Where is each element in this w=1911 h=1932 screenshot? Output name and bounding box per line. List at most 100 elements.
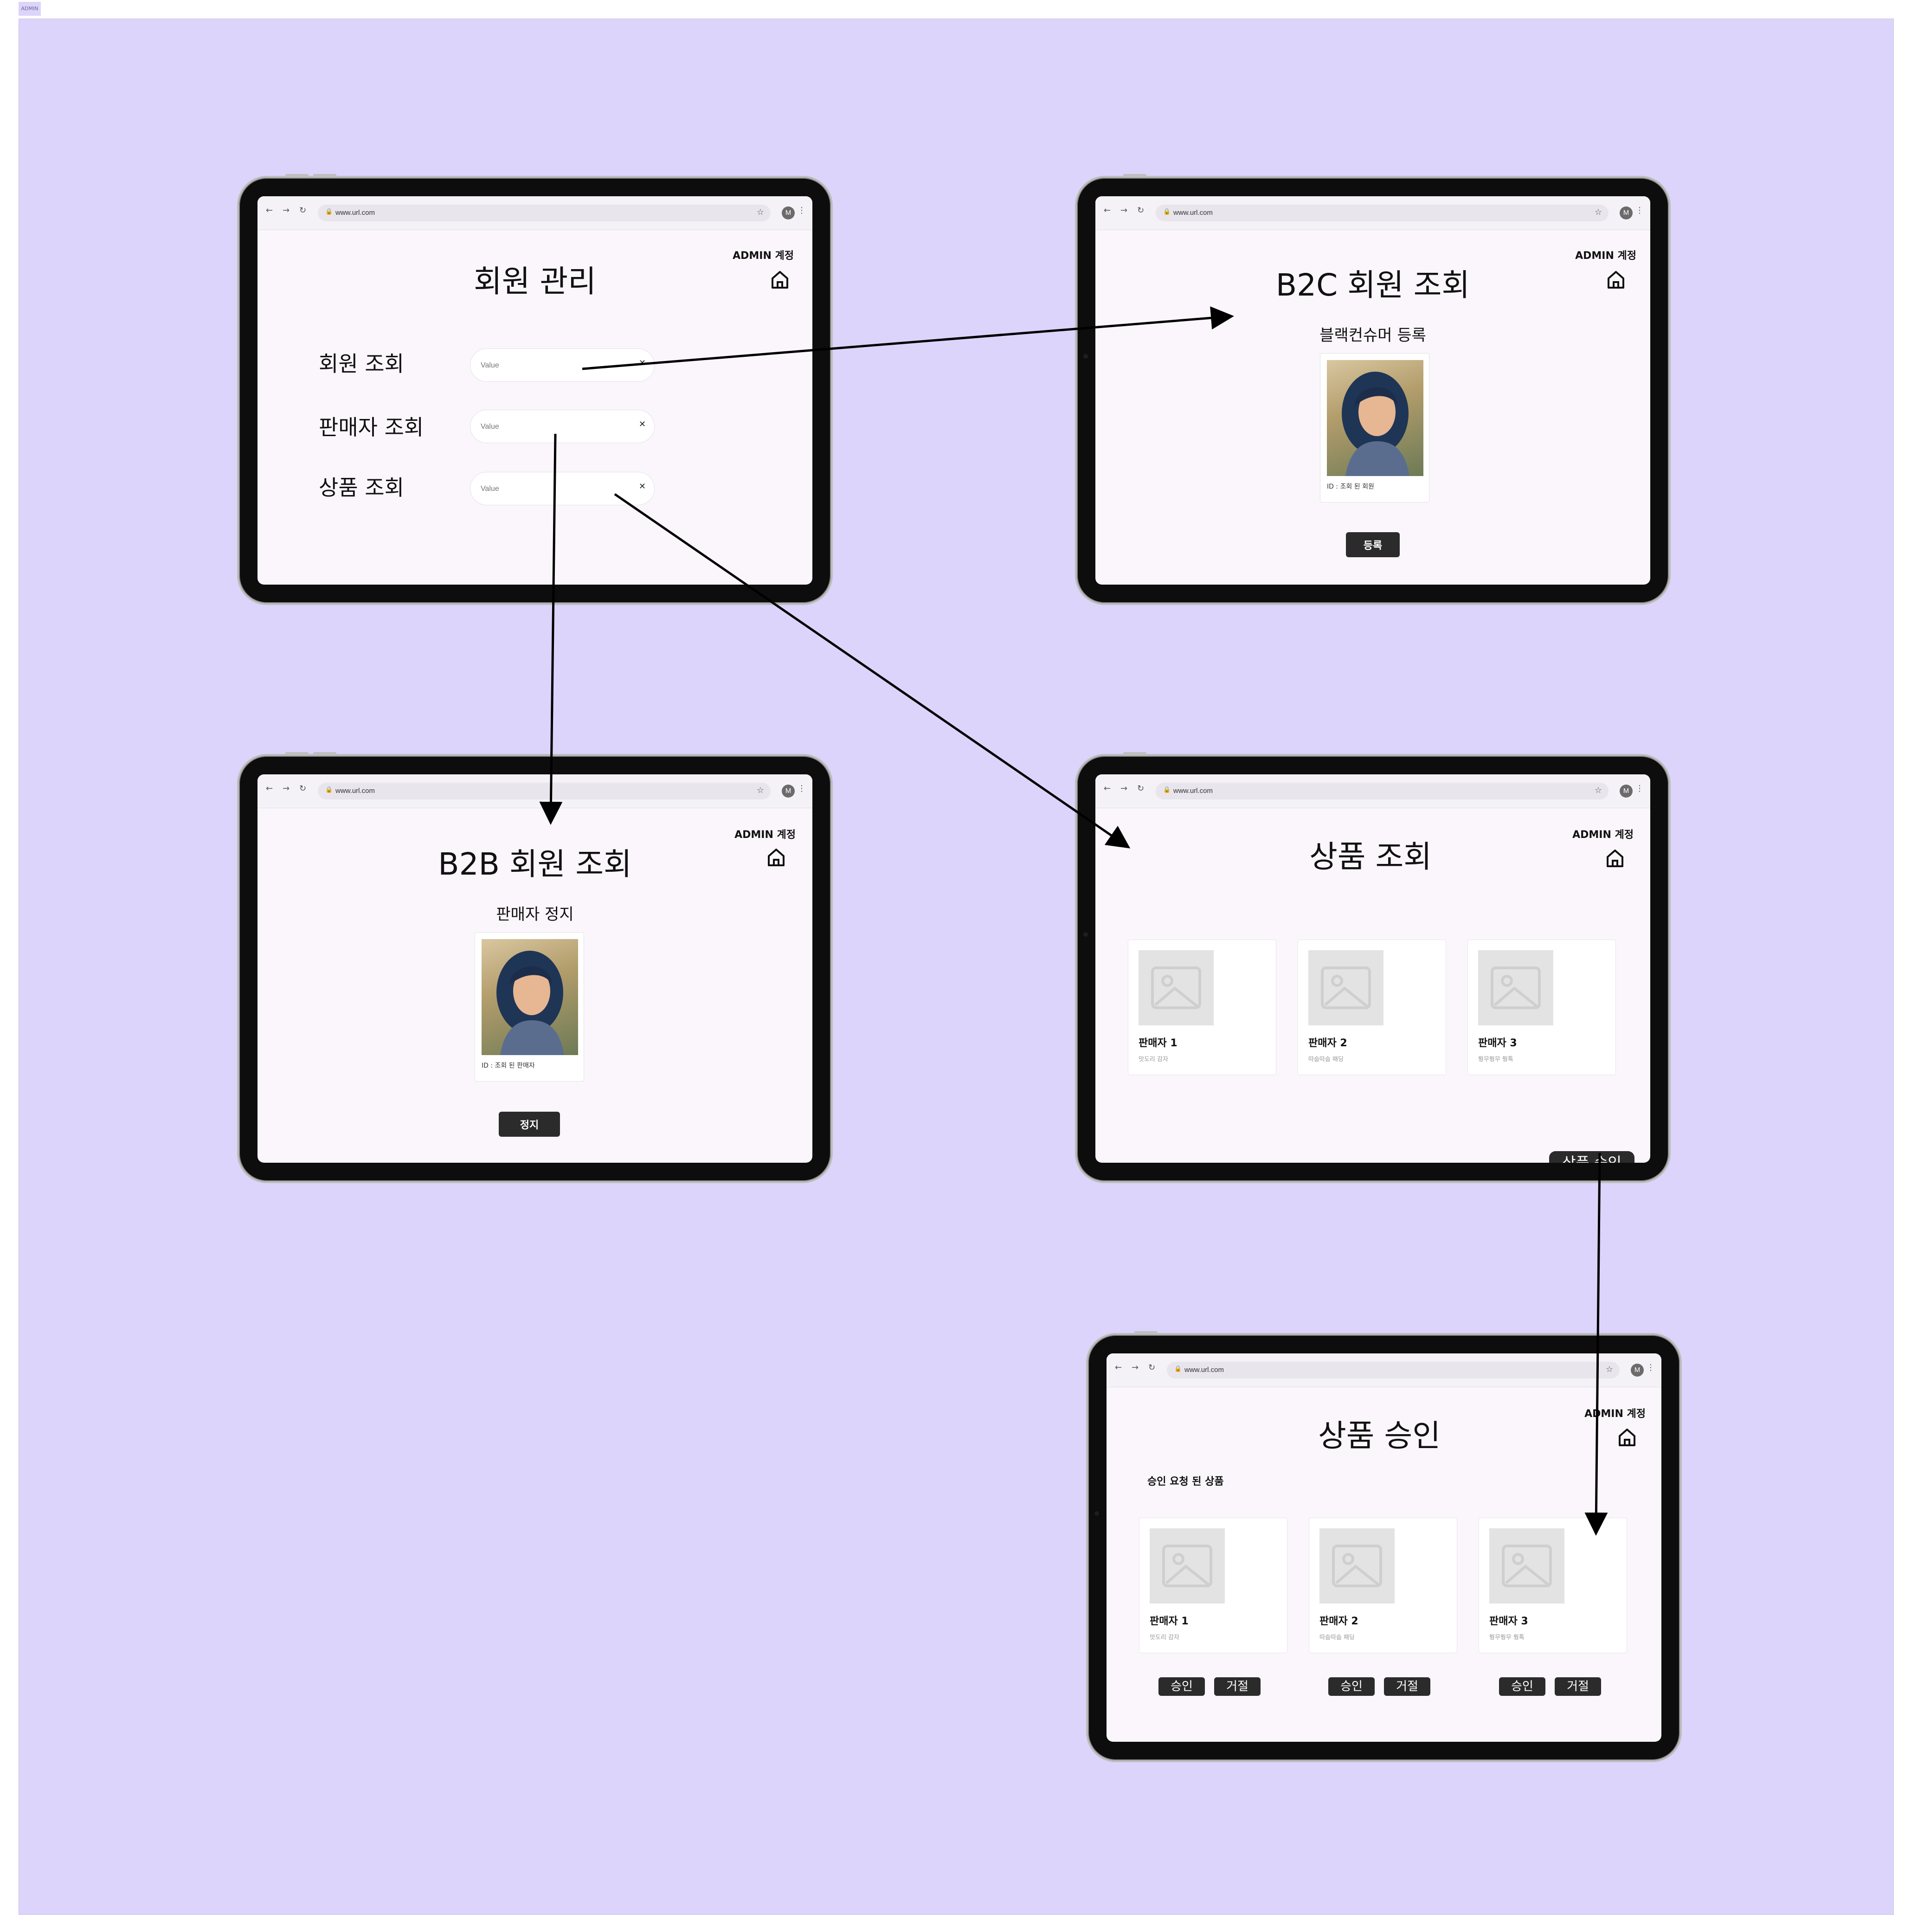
home-icon[interactable]	[769, 268, 791, 290]
menu-kebab-icon[interactable]: ⋮	[1635, 784, 1644, 793]
back-icon[interactable]: ←	[1115, 1363, 1122, 1372]
image-placeholder-icon	[1150, 1528, 1225, 1604]
back-icon[interactable]: ←	[266, 784, 273, 793]
approve-button[interactable]: 승인	[1328, 1677, 1375, 1696]
seller-photo	[482, 939, 578, 1055]
bookmark-star-icon[interactable]: ☆	[756, 786, 764, 795]
profile-avatar[interactable]: M	[1620, 785, 1633, 798]
suspend-button[interactable]: 정지	[499, 1112, 560, 1137]
member-search-input[interactable]	[480, 358, 621, 373]
approval-requested-label: 승인 요청 된 상품	[1147, 1476, 1224, 1488]
home-icon[interactable]	[1604, 847, 1626, 869]
product-search-label: 상품 조회	[319, 475, 404, 500]
approve-button[interactable]: 승인	[1158, 1677, 1205, 1696]
approve-button[interactable]: 승인	[1499, 1677, 1545, 1696]
url-text: www.url.com	[335, 787, 375, 795]
product-card[interactable]: 판매자 3 뭥무뭥무 뭥톡	[1479, 1518, 1627, 1653]
seller-search-input[interactable]	[480, 419, 621, 434]
admin-account-label: ADMIN 계정	[1572, 829, 1634, 841]
product-card[interactable]: 판매자 2 따숩따숩 패딩	[1298, 940, 1446, 1075]
screen-b2c-member: ← → ↻ 🔒 www.url.com ☆ M ⋮ ADMIN 계정 B2C 회…	[1095, 196, 1650, 585]
url-text: www.url.com	[335, 209, 375, 217]
forward-icon[interactable]: →	[283, 206, 290, 215]
profile-avatar[interactable]: M	[782, 785, 795, 798]
reload-icon[interactable]: ↻	[299, 784, 307, 793]
camera-dot	[1083, 932, 1088, 937]
forward-icon[interactable]: →	[1132, 1363, 1139, 1372]
reject-button[interactable]: 거절	[1555, 1677, 1601, 1696]
profile-avatar[interactable]: M	[1620, 206, 1633, 219]
image-placeholder-icon	[1319, 1528, 1395, 1604]
menu-kebab-icon[interactable]: ⋮	[1635, 206, 1644, 215]
bookmark-star-icon[interactable]: ☆	[1594, 786, 1602, 795]
admin-account-label: ADMIN 계정	[1575, 250, 1636, 262]
profile-avatar[interactable]: M	[1631, 1364, 1644, 1377]
address-bar[interactable]: 🔒 www.url.com ☆	[318, 205, 771, 221]
product-seller-name: 판매자 3	[1489, 1616, 1528, 1627]
tablet-button	[1123, 174, 1146, 177]
reload-icon[interactable]: ↻	[299, 206, 307, 215]
tablet-button	[1134, 1331, 1158, 1334]
menu-kebab-icon[interactable]: ⋮	[798, 784, 806, 793]
product-card[interactable]: 판매자 1 맛도리 감자	[1128, 940, 1276, 1075]
product-approve-nav-button[interactable]: 상품 승인	[1549, 1151, 1634, 1163]
forward-icon[interactable]: →	[1120, 784, 1128, 793]
clear-icon[interactable]: ✕	[638, 482, 646, 491]
reload-icon[interactable]: ↻	[1137, 784, 1145, 793]
clear-icon[interactable]: ✕	[638, 419, 646, 429]
register-button[interactable]: 등록	[1346, 532, 1400, 557]
product-card[interactable]: 판매자 3 뭥무뭥무 뭥톡	[1467, 940, 1616, 1075]
product-description: 뭥무뭥무 뭥톡	[1478, 1056, 1513, 1063]
camera-dot	[1083, 354, 1088, 359]
bookmark-star-icon[interactable]: ☆	[1605, 1365, 1613, 1374]
back-icon[interactable]: ←	[1104, 206, 1111, 215]
reject-button[interactable]: 거절	[1214, 1677, 1261, 1696]
home-icon[interactable]	[1616, 1426, 1638, 1448]
bookmark-star-icon[interactable]: ☆	[1594, 207, 1602, 217]
bookmark-star-icon[interactable]: ☆	[756, 207, 764, 217]
product-search-input[interactable]	[480, 482, 621, 496]
seller-profile-card[interactable]: ID : 조회 된 판매자	[475, 932, 584, 1082]
product-seller-name: 판매자 2	[1308, 1037, 1347, 1049]
menu-kebab-icon[interactable]: ⋮	[798, 206, 806, 215]
seller-search-field[interactable]: ✕	[470, 410, 655, 443]
product-description: 맛도리 감자	[1150, 1634, 1179, 1641]
product-search-field[interactable]: ✕	[470, 472, 655, 505]
profile-avatar[interactable]: M	[782, 206, 795, 219]
product-seller-name: 판매자 1	[1150, 1616, 1189, 1627]
reload-icon[interactable]: ↻	[1137, 206, 1145, 215]
page-title: B2C 회원 조회	[1275, 267, 1470, 303]
seller-suspend-subtitle: 판매자 정지	[496, 905, 574, 924]
forward-icon[interactable]: →	[1120, 206, 1128, 215]
portrait-illustration	[1342, 372, 1409, 476]
address-bar[interactable]: 🔒 www.url.com ☆	[1167, 1362, 1620, 1378]
page-title: 상품 조회	[1309, 839, 1432, 875]
reload-icon[interactable]: ↻	[1148, 1363, 1156, 1372]
tablet-product-approval: ← → ↻ 🔒 www.url.com ☆ M ⋮ ADMIN 계정 상품 승인…	[1086, 1331, 1682, 1762]
back-icon[interactable]: ←	[266, 206, 273, 215]
menu-kebab-icon[interactable]: ⋮	[1647, 1363, 1655, 1372]
member-search-field[interactable]: ✕	[470, 348, 655, 382]
page-title: 회원 관리	[474, 264, 596, 299]
home-icon[interactable]	[1605, 268, 1627, 290]
admin-account-label: ADMIN 계정	[1584, 1408, 1646, 1420]
address-bar[interactable]: 🔒 www.url.com ☆	[1156, 205, 1609, 221]
product-card[interactable]: 판매자 1 맛도리 감자	[1139, 1518, 1287, 1653]
tablet-product-search: ← → ↻ 🔒 www.url.com ☆ M ⋮ ADMIN 계정 상품 조회	[1075, 752, 1671, 1183]
url-text: www.url.com	[1184, 1366, 1224, 1374]
member-photo	[1327, 360, 1423, 476]
home-icon[interactable]	[765, 846, 787, 868]
reject-button[interactable]: 거절	[1384, 1677, 1430, 1696]
blacklist-register-subtitle: 블랙컨슈머 등록	[1319, 326, 1426, 345]
forward-icon[interactable]: →	[283, 784, 290, 793]
tablet-member-management: ← → ↻ 🔒 www.url.com ☆ M ⋮ ADMIN 계정 회원 관리…	[237, 174, 833, 605]
back-icon[interactable]: ←	[1104, 784, 1111, 793]
member-profile-card[interactable]: ID : 조회 된 회원	[1320, 353, 1429, 502]
tablet-b2b-member: ← → ↻ 🔒 www.url.com ☆ M ⋮ ADMIN 계정 B2B 회…	[237, 752, 833, 1183]
clear-icon[interactable]: ✕	[638, 358, 646, 368]
tablet-button	[313, 174, 336, 177]
address-bar[interactable]: 🔒 www.url.com ☆	[318, 783, 771, 799]
product-card[interactable]: 판매자 2 따숩따숩 패딩	[1309, 1518, 1457, 1653]
page-title: 상품 승인	[1318, 1418, 1441, 1454]
address-bar[interactable]: 🔒 www.url.com ☆	[1156, 783, 1609, 799]
